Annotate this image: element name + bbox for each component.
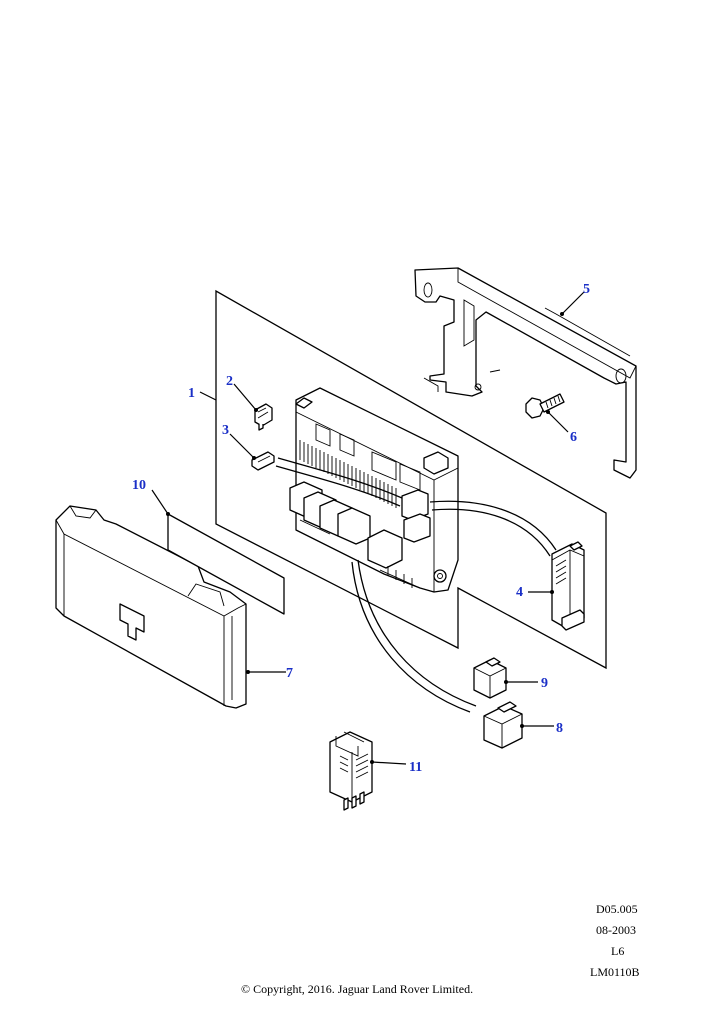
callout-5[interactable]: 5 <box>583 282 590 297</box>
callout-10[interactable]: 10 <box>132 478 146 493</box>
fusebox-cover <box>55 505 247 709</box>
leader-lines <box>151 291 585 765</box>
callout-7[interactable]: 7 <box>286 666 293 681</box>
mounting-panel <box>215 289 607 670</box>
callout-3[interactable]: 3 <box>222 423 229 438</box>
callout-6[interactable]: 6 <box>570 430 577 445</box>
callouts: 1 2 3 4 5 6 7 8 9 10 11 <box>132 282 590 775</box>
bolt <box>525 393 565 419</box>
callout-9[interactable]: 9 <box>541 676 548 691</box>
footer-date: 08-2003 <box>596 923 636 937</box>
fuse-box <box>289 387 459 593</box>
callout-8[interactable]: 8 <box>556 721 563 736</box>
callout-2[interactable]: 2 <box>226 374 233 389</box>
copyright: © Copyright, 2016. Jaguar Land Rover Lim… <box>241 982 474 996</box>
footer-ref: D05.005 <box>596 902 638 916</box>
callout-1[interactable]: 1 <box>188 386 195 401</box>
callout-11[interactable]: 11 <box>409 760 422 775</box>
mounting-bracket <box>414 267 637 479</box>
wiring-harness <box>275 457 557 713</box>
module-11 <box>329 731 373 811</box>
label-card <box>167 513 285 615</box>
footer-variant: L6 <box>611 944 625 958</box>
relay-housing-top <box>315 423 421 491</box>
relay-8 <box>483 701 523 749</box>
callout-4[interactable]: 4 <box>516 585 523 600</box>
relays-on-box <box>289 481 431 569</box>
relay-9 <box>473 657 507 699</box>
fuse-2 <box>254 403 273 431</box>
footer-code: LM0110B <box>590 965 640 979</box>
fuse-3 <box>251 451 275 471</box>
module-4 <box>551 541 585 631</box>
